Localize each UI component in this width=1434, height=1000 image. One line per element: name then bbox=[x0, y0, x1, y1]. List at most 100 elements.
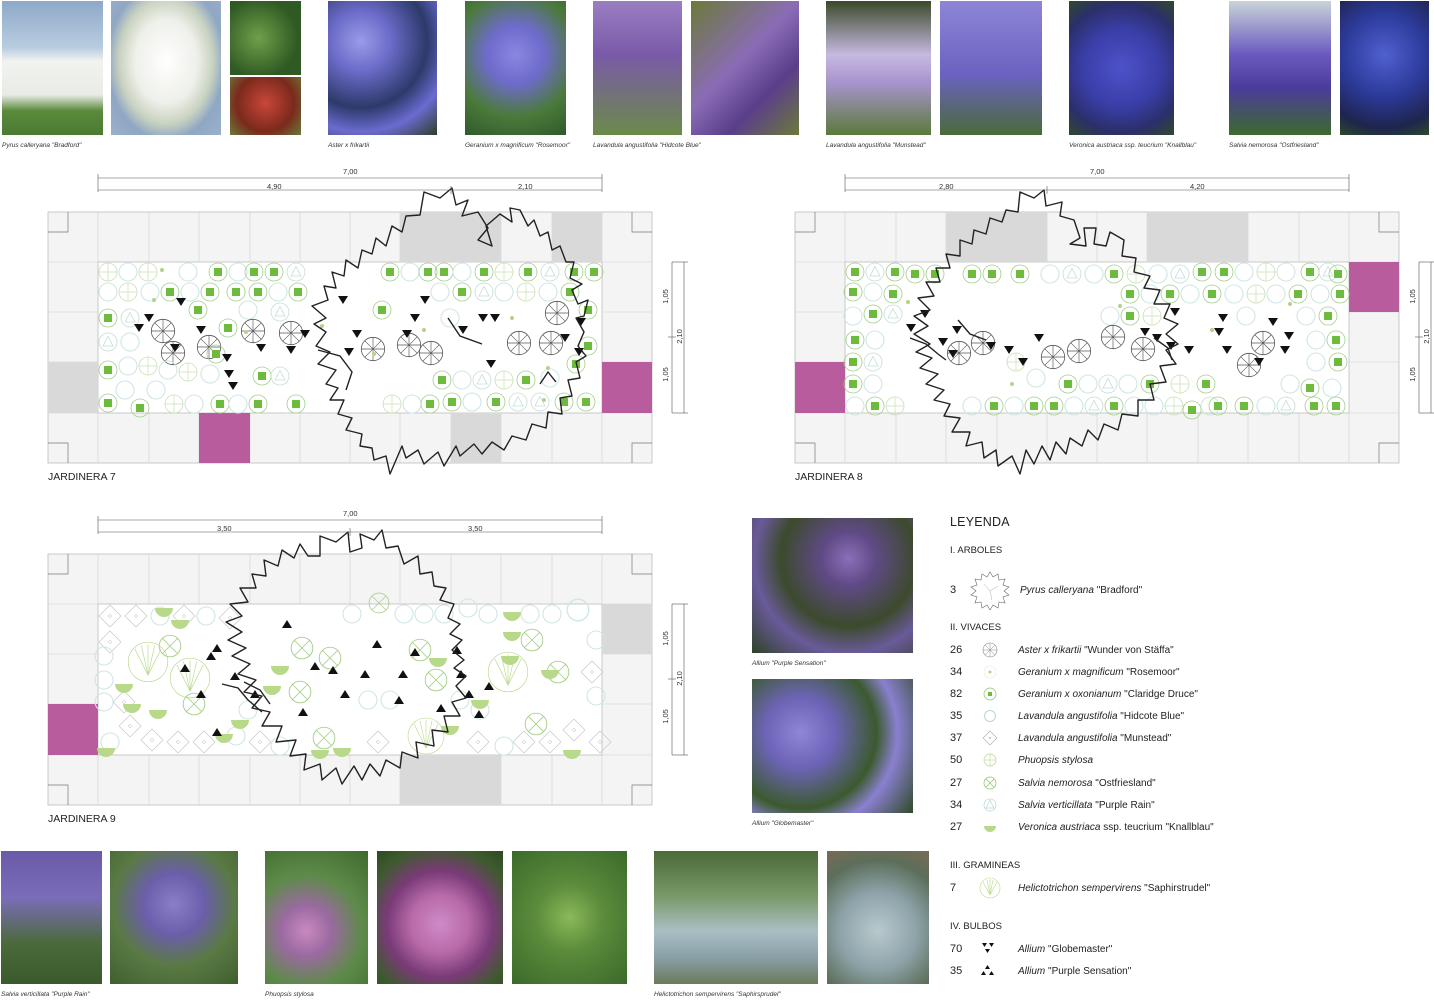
plan7-side-total: 2,10 bbox=[674, 329, 684, 344]
legend-count: 7 bbox=[950, 882, 957, 894]
phuopsis-icon bbox=[983, 753, 997, 767]
plan-jardinera-9 bbox=[47, 516, 688, 806]
legend-count: 34 bbox=[950, 799, 963, 811]
legend-name: Pyrus calleryana "Bradford" bbox=[1020, 584, 1143, 596]
legend-name: Helictotrichon sempervirens "Saphirstrud… bbox=[1018, 882, 1211, 894]
legend-item-salvia-nemorosa: 27 Salvia nemorosa "Ostfriesland" bbox=[950, 774, 1156, 792]
caption-veronica: Veronica austriaca ssp. teucrium "Knallb… bbox=[1069, 142, 1197, 149]
photo-salvia-nemorosa-1 bbox=[1229, 1, 1331, 135]
legend-section-arboles: I. ARBOLES bbox=[950, 545, 1003, 556]
tree-canopy-plan-9 bbox=[225, 529, 467, 785]
legend-name: Lavandula angustifolia "Hidcote Blue" bbox=[1018, 710, 1185, 722]
caption-phuopsis: Phuopsis stylosa bbox=[265, 991, 314, 998]
tree-icon bbox=[970, 571, 1010, 610]
legend-count: 70 bbox=[950, 943, 963, 955]
legend-count: 26 bbox=[950, 644, 963, 656]
photo-helictotrichon-2 bbox=[827, 851, 929, 984]
allium-purple-icon bbox=[981, 965, 994, 975]
photo-salvia-verticillata-1 bbox=[1, 851, 102, 984]
legend-name: Salvia verticillata "Purple Rain" bbox=[1018, 799, 1155, 811]
plan-jardinera-7 bbox=[47, 174, 688, 475]
salvia-nemorosa-icon bbox=[983, 776, 997, 790]
plan8-title: JARDINERA 8 bbox=[795, 471, 863, 483]
legend-item-geranium-rosemoor: 34 Geranium x magnificum "Rosemoor" bbox=[950, 663, 1180, 681]
plan8-side-a: 1,05 bbox=[1407, 289, 1417, 304]
tree-canopy-plan-7 bbox=[311, 187, 589, 475]
legend-item-helictotrichon: 7 Helictotrichon sempervirens "Saphirstr… bbox=[950, 877, 1210, 899]
legend-item-lavandula-hidcote: 35 Lavandula angustifolia "Hidcote Blue" bbox=[950, 707, 1184, 725]
lavandula-hidcote-icon bbox=[984, 710, 996, 722]
legend-name: Salvia nemorosa "Ostfriesland" bbox=[1018, 777, 1156, 789]
photo-lavandula-hidcote-2 bbox=[691, 1, 799, 135]
helictotrichon-icon bbox=[979, 877, 1001, 899]
geranium-claridge-icon bbox=[983, 687, 997, 701]
legend-item-aster: 26 Aster x frikartii "Wunder von Stäffa" bbox=[950, 641, 1174, 659]
caption-allium-purple-sensation: Allium "Purple Sensation" bbox=[752, 660, 826, 667]
legend-item-veronica: 27 Veronica austriaca ssp. teucrium "Kna… bbox=[950, 818, 1214, 836]
legend-count: 35 bbox=[950, 965, 963, 977]
plan7-side-b: 1,05 bbox=[660, 367, 670, 382]
plan9-dim-total: 7,00 bbox=[343, 509, 358, 518]
legend-item-phuopsis: 50 Phuopsis stylosa bbox=[950, 751, 1093, 769]
allium-globemaster-icon bbox=[982, 943, 994, 953]
photo-phuopsis-2 bbox=[377, 851, 503, 984]
legend-name: Allium "Globemaster" bbox=[1018, 943, 1113, 955]
legend-count: 34 bbox=[950, 666, 963, 678]
legend-name: Lavandula angustifolia "Munstead" bbox=[1018, 732, 1172, 744]
photo-allium-purple-sensation bbox=[752, 518, 913, 653]
legend-name: Aster x frikartii "Wunder von Stäffa" bbox=[1018, 644, 1174, 656]
photo-helictotrichon-1 bbox=[654, 851, 818, 984]
caption-pyrus: Pyrus calleryana "Bradford" bbox=[2, 142, 82, 149]
photo-lavandula-hidcote-1 bbox=[593, 1, 682, 135]
legend-name: Phuopsis stylosa bbox=[1018, 754, 1094, 766]
plan9-dim-b: 3,50 bbox=[468, 524, 483, 533]
photo-phuopsis-1 bbox=[265, 851, 368, 984]
legend-item-salvia-verticillata: 34 Salvia verticillata "Purple Rain" bbox=[950, 796, 1155, 814]
plan9-side-b: 1,05 bbox=[660, 709, 670, 724]
legend-item-allium-globemaster: 70 Allium "Globemaster" bbox=[950, 940, 1112, 958]
legend-name: Veronica austriaca ssp. teucrium "Knallb… bbox=[1018, 821, 1214, 833]
caption-salvia-verticillata: Salvia verticillata "Purple Rain" bbox=[1, 991, 90, 998]
legend-section-gramineas: III. GRAMINEAS bbox=[950, 860, 1021, 871]
photo-lavandula-munstead-1 bbox=[826, 1, 931, 135]
plan7-dim-b: 2,10 bbox=[518, 182, 533, 191]
caption-lavandula-hidcote: Lavandula angustifolia "Hidcote Blue" bbox=[593, 142, 701, 149]
tree-canopy-plan-8 bbox=[913, 189, 1179, 475]
legend-name: Allium "Purple Sensation" bbox=[1018, 965, 1132, 977]
legend-section-bulbos: IV. BULBOS bbox=[950, 921, 1002, 932]
photo-phuopsis-3 bbox=[512, 851, 627, 984]
plan8-side-b: 1,05 bbox=[1407, 367, 1417, 382]
photo-pyrus-tree-2 bbox=[111, 1, 221, 135]
plan-jardinera-8 bbox=[794, 174, 1434, 475]
caption-allium-globemaster: Allium "Globemaster" bbox=[752, 820, 814, 827]
plan7-dim-a: 4,90 bbox=[267, 182, 282, 191]
caption-geranium-rosemoor: Geranium x magnificum "Rosemoor" bbox=[465, 142, 571, 149]
plan9-dim-a: 3,50 bbox=[217, 524, 232, 533]
legend-count: 3 bbox=[950, 584, 957, 596]
legend-count: 82 bbox=[950, 688, 963, 700]
photo-lavandula-munstead-2 bbox=[940, 1, 1042, 135]
legend-item-allium-purple: 35 Allium "Purple Sensation" bbox=[950, 962, 1131, 980]
plan9-title: JARDINERA 9 bbox=[48, 813, 116, 825]
lavandula-munstead-icon bbox=[982, 730, 998, 746]
photo-aster bbox=[328, 1, 437, 135]
photo-pyrus-tree-1 bbox=[2, 1, 103, 135]
plan7-side-a: 1,05 bbox=[660, 289, 670, 304]
photo-allium-globemaster bbox=[752, 679, 913, 813]
legend-count: 37 bbox=[950, 732, 963, 744]
legend-title: LEYENDA bbox=[950, 515, 1010, 529]
plan7-title: JARDINERA 7 bbox=[48, 471, 116, 483]
aster-icon bbox=[982, 642, 998, 658]
plan9-side-a: 1,05 bbox=[660, 631, 670, 646]
legend-name: Geranium x oxonianum "Claridge Druce" bbox=[1018, 688, 1198, 700]
plan8-dim-a: 2,80 bbox=[939, 182, 954, 191]
legend-name: Geranium x magnificum "Rosemoor" bbox=[1018, 666, 1180, 678]
photo-pyrus-leaves bbox=[230, 1, 301, 75]
legend-item-lavandula-munstead: 37 Lavandula angustifolia "Munstead" bbox=[950, 729, 1171, 747]
caption-helictotrichon: Helictotrichon sempervirens "Saphirsprud… bbox=[654, 991, 781, 998]
legend-count: 50 bbox=[950, 754, 963, 766]
photo-salvia-nemorosa-2 bbox=[1340, 1, 1429, 135]
plan8-dim-total: 7,00 bbox=[1090, 167, 1105, 176]
legend-item-geranium-claridge: 82 Geranium x oxonianum "Claridge Druce" bbox=[950, 685, 1198, 703]
